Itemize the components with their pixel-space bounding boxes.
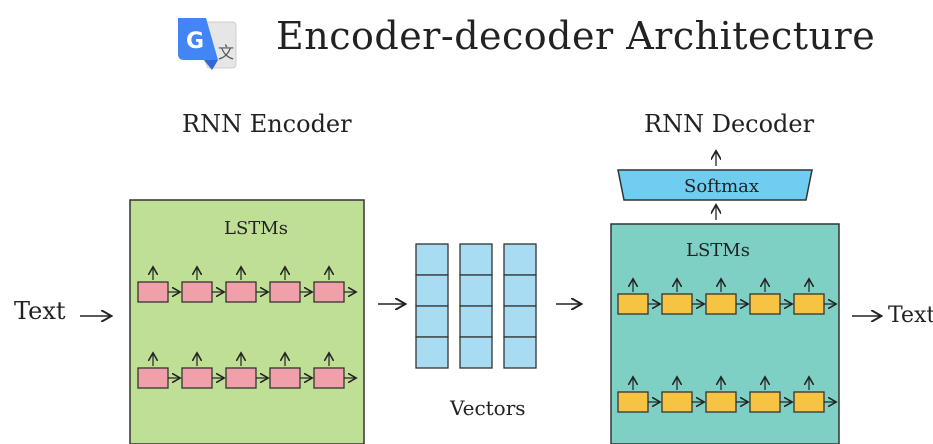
svg-text:G: G	[186, 29, 204, 54]
encoder-lstm-cell	[181, 367, 213, 389]
decoder-lstm-cell	[617, 293, 649, 315]
output-text-label: Text	[888, 303, 933, 328]
encoder-lstm-cell	[225, 367, 257, 389]
decoder-lstm-cell	[617, 391, 649, 413]
vector-cell	[459, 243, 493, 276]
vector-cell	[459, 274, 493, 307]
vector-cell	[503, 305, 537, 338]
decoder-heading: RNN Decoder	[644, 110, 815, 138]
vector-cell	[415, 336, 449, 369]
encoder-lstm-cell	[313, 367, 345, 389]
decoder-lstm-cell	[705, 293, 737, 315]
softmax-label: Softmax	[684, 176, 760, 197]
encoder-lstm-cell	[313, 281, 345, 303]
svg-text:文: 文	[218, 43, 234, 62]
vector-cell	[459, 336, 493, 369]
vector-cell	[503, 336, 537, 369]
decoder-lstm-cell	[705, 391, 737, 413]
decoder-lstm-cell	[749, 391, 781, 413]
decoder-lstm-cells	[617, 280, 835, 413]
encoder-heading: RNN Encoder	[182, 110, 352, 138]
encoder-lstm-cell	[225, 281, 257, 303]
vectors-label: Vectors	[450, 396, 526, 420]
page-title: Encoder-decoder Architecture	[276, 14, 876, 58]
input-text-label: Text	[14, 297, 66, 325]
vector-stacks	[415, 243, 537, 369]
encoder-lstm-cell	[269, 281, 301, 303]
vector-cell	[415, 274, 449, 307]
vector-cell	[459, 305, 493, 338]
encoder-lstm-cell	[181, 281, 213, 303]
decoder-lstm-cell	[793, 293, 825, 315]
softmax-box	[617, 169, 813, 201]
vector-cell	[503, 274, 537, 307]
encoder-lstm-cell	[269, 367, 301, 389]
decoder-lstm-cell	[749, 293, 781, 315]
decoder-lstm-cell	[793, 391, 825, 413]
vector-cell	[415, 243, 449, 276]
encoder-lstms-label: LSTMs	[224, 218, 288, 239]
encoder-box	[129, 199, 365, 444]
vector-cell	[415, 305, 449, 338]
encoder-lstm-cells	[137, 268, 355, 389]
decoder-lstms-label: LSTMs	[686, 240, 750, 261]
encoder-lstm-cell	[137, 281, 169, 303]
vector-cell	[503, 243, 537, 276]
decoder-lstm-cell	[661, 293, 693, 315]
decoder-lstm-cell	[661, 391, 693, 413]
encoder-lstm-cell	[137, 367, 169, 389]
google-translate-icon: G 文	[174, 14, 240, 72]
